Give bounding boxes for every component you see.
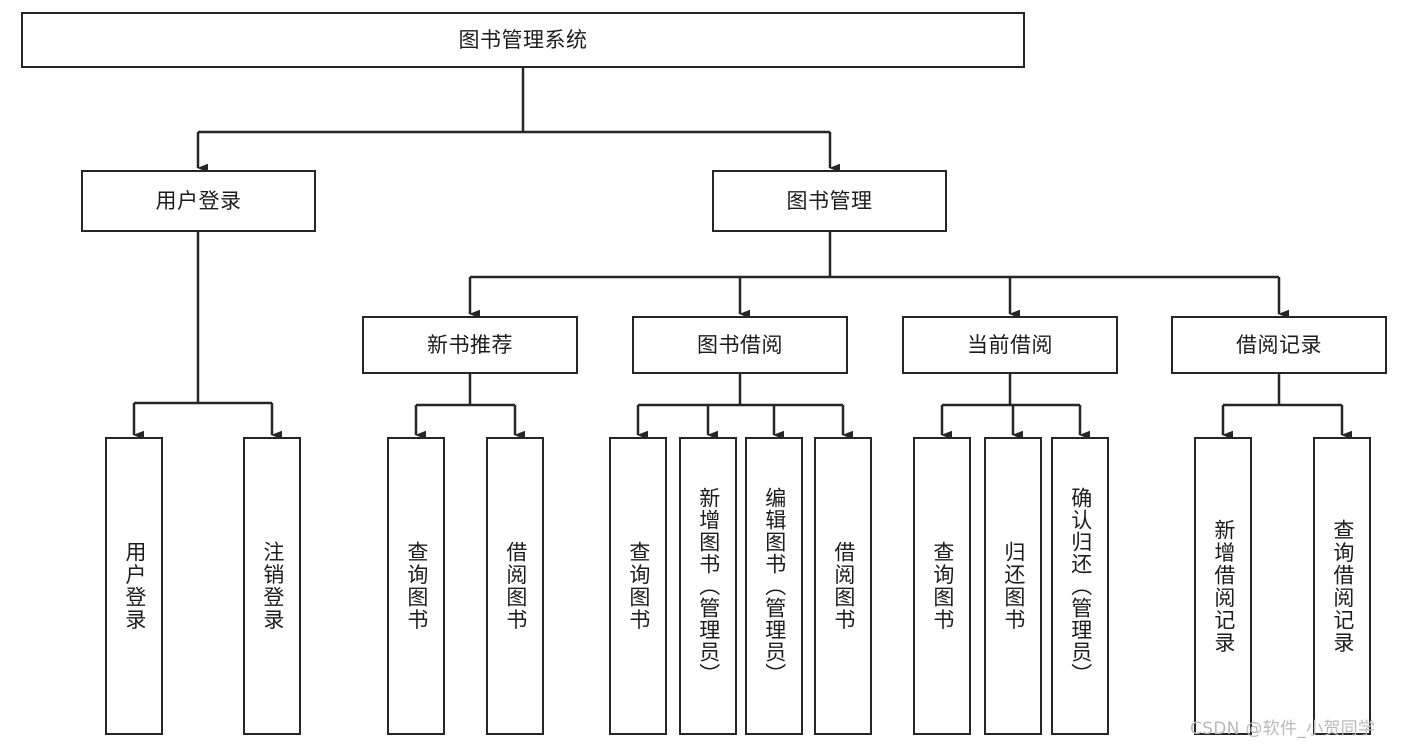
node-leaf-user-login[interactable]: 用户登录	[105, 437, 163, 735]
node-leaf-confirm-return-admin[interactable]: 确认归还（管理员）	[1051, 437, 1109, 735]
node-book-manage-label: 图书管理	[786, 188, 873, 213]
node-leaf-add-borrow-record[interactable]: 新增借阅记录	[1194, 437, 1252, 735]
node-leaf-edit-book-admin[interactable]: 编辑图书（管理员）	[745, 437, 803, 735]
node-leaf-query-book-1-label: 查询图书	[404, 541, 429, 631]
node-root-label: 图书管理系统	[458, 27, 588, 52]
node-leaf-query-book-3-label: 查询图书	[930, 541, 955, 631]
node-user-login[interactable]: 用户登录	[81, 170, 316, 232]
node-leaf-user-login-label: 用户登录	[122, 541, 147, 631]
node-leaf-query-book-1[interactable]: 查询图书	[387, 437, 445, 735]
node-leaf-add-book-admin[interactable]: 新增图书（管理员）	[679, 437, 737, 735]
node-leaf-query-book-2[interactable]: 查询图书	[609, 437, 667, 735]
node-leaf-query-borrow-record[interactable]: 查询借阅记录	[1313, 437, 1371, 735]
node-leaf-logout-login[interactable]: 注销登录	[243, 437, 301, 735]
node-user-login-label: 用户登录	[155, 188, 242, 213]
node-root[interactable]: 图书管理系统	[21, 12, 1025, 68]
node-leaf-add-book-admin-label: 新增图书（管理员）	[696, 487, 721, 685]
node-book-borrow-label: 图书借阅	[697, 332, 783, 357]
node-new-book-recommend-label: 新书推荐	[427, 332, 513, 357]
node-leaf-query-book-2-label: 查询图书	[626, 541, 651, 631]
node-new-book-recommend[interactable]: 新书推荐	[362, 316, 578, 374]
node-book-manage[interactable]: 图书管理	[712, 170, 947, 232]
node-leaf-edit-book-admin-label: 编辑图书（管理员）	[762, 487, 787, 685]
node-borrow-record-label: 借阅记录	[1236, 332, 1322, 357]
node-leaf-return-book[interactable]: 归还图书	[984, 437, 1042, 735]
node-book-borrow[interactable]: 图书借阅	[632, 316, 848, 374]
node-current-borrow-label: 当前借阅	[967, 332, 1053, 357]
node-leaf-query-borrow-record-label: 查询借阅记录	[1330, 518, 1355, 654]
node-borrow-record[interactable]: 借阅记录	[1171, 316, 1387, 374]
node-leaf-confirm-return-admin-label: 确认归还（管理员）	[1068, 487, 1093, 685]
node-current-borrow[interactable]: 当前借阅	[902, 316, 1118, 374]
node-leaf-add-borrow-record-label: 新增借阅记录	[1211, 518, 1236, 654]
node-leaf-logout-login-label: 注销登录	[260, 541, 285, 631]
node-leaf-return-book-label: 归还图书	[1001, 541, 1026, 631]
node-leaf-borrow-book-1[interactable]: 借阅图书	[486, 437, 544, 735]
node-leaf-borrow-book-1-label: 借阅图书	[503, 541, 528, 631]
csdn-watermark: CSDN @软件_小贺同学	[1190, 719, 1376, 739]
node-leaf-borrow-book-2-label: 借阅图书	[831, 541, 856, 631]
node-leaf-query-book-3[interactable]: 查询图书	[913, 437, 971, 735]
node-leaf-borrow-book-2[interactable]: 借阅图书	[814, 437, 872, 735]
